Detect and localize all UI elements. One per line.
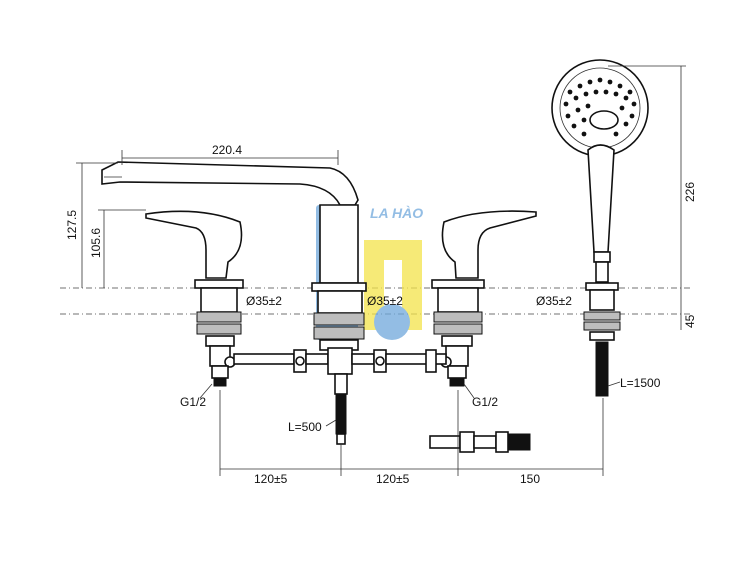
- hand-shower: [551, 59, 649, 397]
- hole-left-label: Ø35±2: [246, 294, 282, 308]
- dim-height-handle-label: 105.6: [89, 228, 103, 258]
- dim-spout-length-label: 220.4: [212, 143, 242, 157]
- spout: [101, 161, 367, 351]
- spacing-shower-label: 150: [520, 472, 540, 486]
- dim-height-spout-label: 127.5: [65, 210, 79, 240]
- thread-left-label: G1/2: [180, 395, 206, 409]
- connecting-pipes: [233, 347, 447, 445]
- thread-right-label: G1/2: [472, 395, 498, 409]
- hose-connector: [429, 431, 531, 453]
- dim-deck-thickness: 45: [680, 288, 697, 330]
- dim-spacing: 120±5 120±5 150: [219, 390, 604, 486]
- dim-deck-label: 45: [683, 314, 697, 328]
- watermark-text: LA HÀO: [370, 205, 423, 221]
- left-handle-valve: [145, 210, 244, 387]
- hose-center-label: L=500: [288, 420, 322, 434]
- hose-center: L=500: [288, 419, 337, 434]
- dim-height-spout: 127.5: [65, 162, 118, 288]
- thread-right: G1/2: [463, 383, 498, 409]
- hose-shower: L=1500: [607, 376, 661, 390]
- dim-height-handle: 105.6: [89, 209, 146, 288]
- spacing-right-label: 120±5: [376, 472, 410, 486]
- right-handle-valve: [431, 210, 537, 387]
- hole-right-label: Ø35±2: [536, 294, 572, 308]
- dim-handshower-height: 226: [608, 65, 697, 288]
- hole-center-label: Ø35±2: [367, 294, 403, 308]
- spacing-left-label: 120±5: [254, 472, 288, 486]
- hose-shower-label: L=1500: [620, 376, 661, 390]
- dim-spout-length: 220.4: [121, 143, 339, 165]
- thread-left: G1/2: [180, 383, 213, 409]
- dim-handshower-label: 226: [683, 182, 697, 202]
